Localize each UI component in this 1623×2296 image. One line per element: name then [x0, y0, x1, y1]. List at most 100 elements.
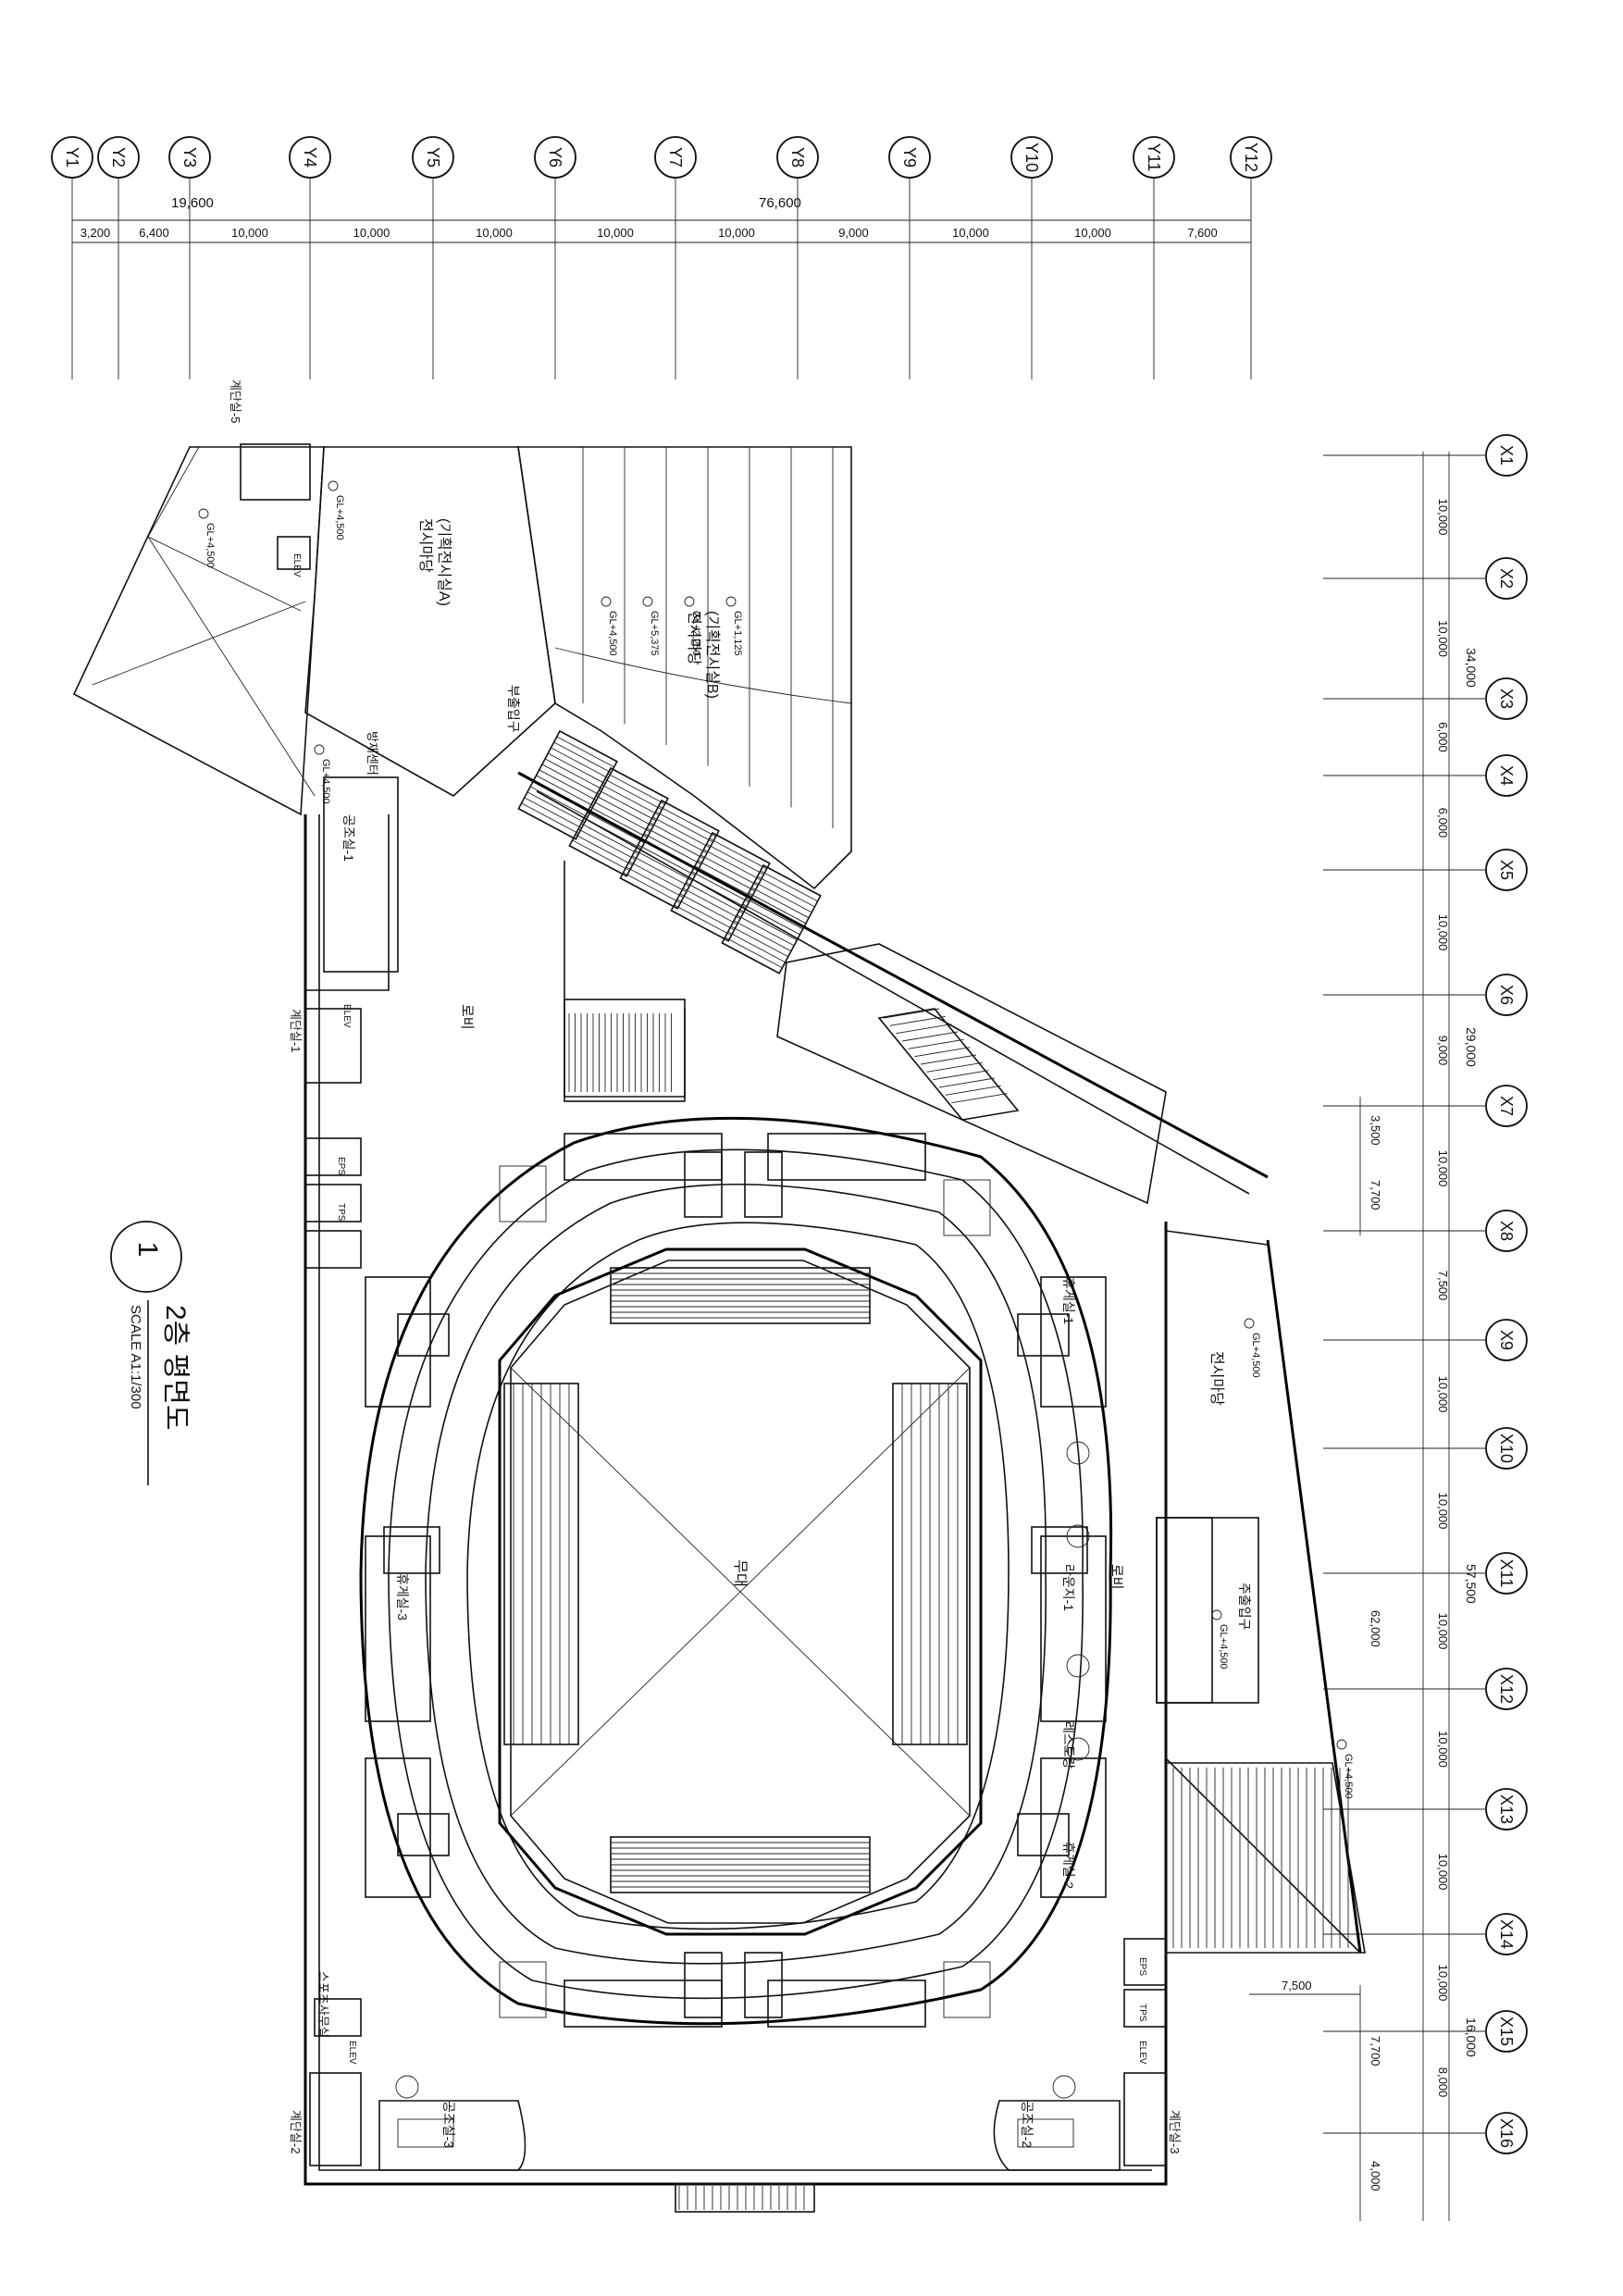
x-grid-bubble [1485, 1668, 1528, 1710]
level-marker-text: GL+4,500 [320, 759, 331, 804]
x-sub-dim-6: 4,000 [1369, 2161, 1382, 2191]
x-grid-bubble [1485, 677, 1528, 720]
y-dim-spacing: 10,000 [353, 226, 390, 240]
x-dim-spacing: 10,000 [1436, 1613, 1450, 1650]
x-grid-label: X10 [1497, 1433, 1516, 1463]
x-grid-bubble [1485, 2112, 1528, 2154]
label-gallery-a: 전시마당(기획전시실A) [417, 518, 452, 606]
level-marker-text: GL+4,500 [1343, 1754, 1354, 1799]
x-grid-label: X6 [1497, 985, 1516, 1005]
x-grid-bubble [1485, 1427, 1528, 1470]
x-dim-spacing: 6,000 [1436, 722, 1450, 752]
x-grid-bubble [1485, 1085, 1528, 1127]
x-dim-spacing: 8,000 [1436, 2067, 1450, 2098]
equipment-tag: ELEV [341, 1004, 352, 1028]
x-grid-bubble [1485, 1210, 1528, 1252]
y-grid-label: Y1 [63, 147, 81, 168]
equipment-tag: ELEV [1137, 2041, 1147, 2065]
label-lounge-1: 라운지-1 [1061, 1564, 1076, 1611]
label-public-2: 공조실-2 [1020, 2101, 1035, 2148]
x-grid-bubble [1485, 1913, 1528, 1955]
label-stair-2: 계단실-2 [289, 2110, 303, 2153]
label-arena-center: 무대 [732, 1559, 749, 1586]
y-grid-label: Y11 [1145, 143, 1163, 172]
x-dim-spacing: 10,000 [1436, 1150, 1450, 1187]
label-stair-5: 계단실-5 [229, 379, 242, 423]
y-grid-bubble [168, 136, 211, 179]
label-main-entrance: 주출입구 [1237, 1582, 1252, 1631]
level-marker-text: GL+4,500 [1218, 1624, 1229, 1669]
x-grid-label: X3 [1497, 689, 1516, 709]
x-dim-spacing: 10,000 [1436, 914, 1450, 951]
label-sub-entrance: 부출입구 [506, 685, 521, 733]
label-public-3: 공조실-3 [441, 2101, 456, 2148]
level-marker-dot [314, 744, 325, 755]
drawing-title: 2층 평면도 [160, 1305, 191, 1430]
y-dim-spacing: 9,000 [838, 226, 869, 240]
x-grid-label: X5 [1497, 860, 1516, 880]
level-marker-text: GL+1,125 [732, 611, 743, 656]
x-grid-axis: 34,000 29,000 57,500 16,000 3,500 7,700 … [1249, 434, 1528, 2221]
label-stair-1: 계단실-1 [289, 1009, 303, 1052]
y-grid-label: Y10 [1022, 143, 1041, 172]
y-grid-bubble [97, 136, 140, 179]
level-marker-dot [601, 596, 612, 607]
y-grid-label: Y9 [900, 147, 919, 168]
y-grid-label: Y3 [180, 147, 199, 168]
level-marker-dot [1244, 1318, 1255, 1329]
y-dim-spacing: 10,000 [231, 226, 268, 240]
equipment-tag: ELEV [291, 553, 302, 577]
x-grid-label: X1 [1497, 445, 1516, 465]
x-sub-dim-4: 7,500 [1282, 1979, 1312, 1992]
y-dim-spacing: 10,000 [597, 226, 634, 240]
equipment-tag: TPS [1137, 2004, 1147, 2022]
x-dim-total-1: 34,000 [1464, 648, 1479, 688]
y-grid-bubble [776, 136, 819, 179]
x-sub-dim-1: 3,500 [1369, 1115, 1382, 1146]
level-marker-dot [1336, 1739, 1347, 1750]
room-labels: 무대 전시마당(기획전시실A) 전시마당(기획전시실B) 전시마당 로비 로비 … [229, 379, 1252, 2153]
x-sub-dim-2: 7,700 [1369, 1180, 1382, 1210]
y-dim-spacing: 3,200 [81, 226, 111, 240]
x-grid-label: X9 [1497, 1330, 1516, 1350]
y-dim-spacing: 6,400 [139, 226, 169, 240]
x-dim-total-3: 57,500 [1464, 1564, 1479, 1604]
y-grid-bubble [534, 136, 576, 179]
x-dim-spacing: 10,000 [1436, 499, 1450, 536]
y-grid-label: Y7 [666, 147, 685, 168]
arena-bowl [304, 814, 1168, 2213]
y-dim-spacing: 10,000 [952, 226, 989, 240]
y-dim-spacing: 10,000 [1074, 226, 1111, 240]
x-grid-bubble [1485, 1319, 1528, 1361]
y-dim-total-2: 76,600 [759, 195, 801, 211]
x-grid-bubble [1485, 557, 1528, 600]
y-grid-label: Y4 [301, 147, 319, 168]
level-marker-dot [328, 480, 339, 491]
y-grid-bubble [51, 136, 93, 179]
drawing-scale: SCALE A1:1/300 [128, 1305, 143, 1409]
y-grid-bubble [654, 136, 697, 179]
y-grid-bubble [412, 136, 454, 179]
x-dim-total-4: 16,000 [1464, 2017, 1479, 2057]
label-stair-3: 계단실-3 [1168, 2110, 1182, 2153]
x-grid-bubble [1485, 1788, 1528, 1831]
x-grid-bubble [1485, 754, 1528, 797]
equipment-tag: ELEV [347, 2041, 357, 2065]
drawing-number-bubble [110, 1221, 182, 1293]
y-grid-label: Y12 [1242, 143, 1260, 172]
y-dim-total-1: 19,600 [171, 195, 214, 211]
x-grid-bubble [1485, 2010, 1528, 2053]
level-marker-text: GL+4,500 [204, 523, 216, 568]
drawing-number: 1 [132, 1242, 163, 1258]
x-dim-spacing: 10,000 [1436, 1376, 1450, 1413]
x-dim-total-2: 29,000 [1464, 1027, 1479, 1067]
level-marker-dot [642, 596, 653, 607]
y-dim-spacing: 10,000 [476, 226, 513, 240]
level-marker-text: GL+4,500 [607, 611, 618, 656]
x-dim-spacing: 10,000 [1436, 1854, 1450, 1891]
drawing-title-block: 1 2층 평면도 SCALE A1:1/300 [110, 1221, 191, 1485]
